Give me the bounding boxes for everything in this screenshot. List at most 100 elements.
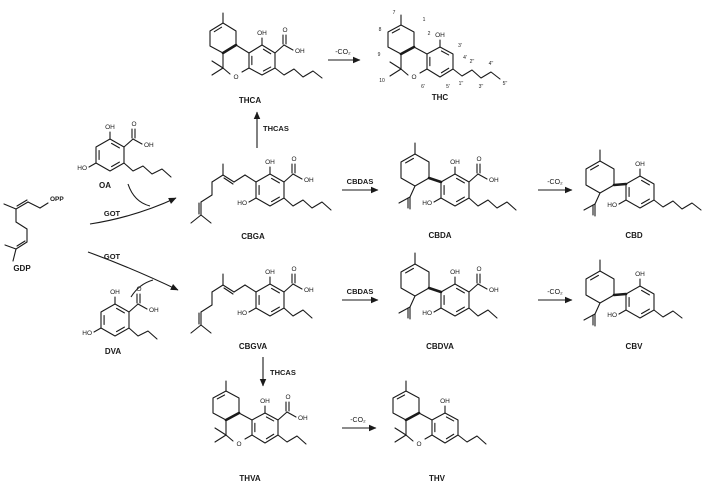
bond [640, 179, 650, 186]
bond [244, 174, 257, 183]
bond [445, 433, 455, 440]
bond [115, 307, 125, 314]
compound-label-cbv: CBV [626, 342, 644, 351]
oh-group-label: OH [304, 177, 314, 184]
reaction-label-co2: -CO₂ [547, 289, 563, 296]
structure-cbgva: OH O OH HO CBGVA [190, 266, 314, 351]
arrow-got-to-cbgva: GOT [87, 251, 179, 298]
bond [612, 182, 628, 187]
bond [270, 287, 280, 294]
bond [640, 289, 650, 296]
bond [433, 307, 442, 313]
bond [123, 162, 172, 178]
structure-oa: OH O OH HO OA [77, 121, 172, 190]
benzene-ring [255, 283, 285, 317]
oh-group-label: OH [257, 30, 267, 37]
structure-cbdva: OH O OH HO CBDVA [398, 252, 499, 351]
structure-cbv: OH HO CBV [583, 259, 683, 351]
reaction-label-co2: -CO₂ [335, 49, 351, 56]
atom-number-5-doubleprime: 5'' [503, 81, 508, 87]
oh-group-label: OH [149, 307, 159, 314]
compound-label-gdp: GDP [13, 264, 31, 273]
atom-number-6-prime: 6' [421, 84, 425, 90]
bond [262, 66, 272, 72]
atom-number-1: 1 [423, 17, 426, 23]
bond [137, 303, 148, 310]
oh-group-label: OH [265, 159, 275, 166]
oh-group-label: OH [304, 287, 314, 294]
arrow-thva-to-thv: -CO₂ [342, 417, 377, 432]
compound-label-thv: THV [429, 474, 446, 483]
bond [405, 267, 415, 274]
bond [110, 142, 120, 149]
oh-group-label: OH [298, 415, 308, 422]
bond [398, 196, 411, 204]
bond [445, 416, 455, 422]
reaction-label-co2: -CO₂ [350, 417, 366, 424]
benzene-ring [440, 283, 470, 317]
reaction-arrows: -CO₂ THCAS CBDAS -CO₂ GOT GOT CBDAS [87, 49, 573, 432]
bond [396, 394, 406, 400]
bond [235, 44, 250, 54]
arrow-cbga-to-thca: THCAS [253, 111, 289, 148]
enzyme-label-got: GOT [104, 252, 121, 261]
arrow-cbdva-to-cbv: -CO₂ [538, 289, 573, 304]
bond [233, 174, 246, 183]
compound-label-cbda: CBDA [428, 231, 451, 240]
bond [433, 197, 442, 203]
bond [248, 197, 257, 203]
bond [274, 67, 323, 79]
bond [455, 196, 465, 203]
bond [15, 201, 29, 210]
bond [211, 60, 224, 69]
bond [93, 327, 102, 333]
bond [238, 412, 253, 421]
bond [283, 173, 294, 183]
bond [224, 411, 241, 422]
bond [27, 201, 41, 209]
bond [427, 286, 443, 294]
arrow-cbda-to-cbd: -CO₂ [538, 179, 573, 194]
bond [277, 411, 288, 421]
bond [270, 306, 280, 313]
bond [455, 177, 465, 184]
bond [283, 197, 332, 211]
bond [15, 221, 28, 230]
arrow-cbgva-to-thva: THCAS [259, 357, 296, 387]
oh-group-label: OH [105, 124, 115, 131]
structure-cbga: OH O OH HO CBGA [190, 156, 332, 241]
atom-number-9: 9 [378, 52, 381, 58]
bond [222, 67, 231, 75]
bond [270, 196, 280, 203]
bond [200, 194, 213, 203]
bond [400, 68, 409, 76]
bond [244, 284, 257, 293]
atom-number-1-doubleprime: 1'' [459, 81, 464, 87]
bond [265, 433, 275, 440]
bond [455, 287, 465, 294]
structure-thva: O OH O OH THVA [212, 380, 308, 483]
bond [211, 284, 224, 293]
benzene-ring [95, 138, 125, 172]
benzene-ring [440, 173, 470, 207]
enzyme-label-thcas: THCAS [263, 124, 289, 133]
structure-cbda: OH O OH HO CBDA [398, 142, 517, 240]
bond [391, 28, 401, 34]
carbonyl-o-label: O [136, 286, 141, 293]
compound-label-thc: THC [432, 93, 449, 102]
enzyme-label-thcas: THCAS [270, 368, 296, 377]
benzene-ring [625, 175, 655, 209]
bond [477, 283, 488, 290]
bond [283, 307, 313, 319]
bond [292, 173, 303, 180]
bond [200, 214, 212, 224]
bond [440, 50, 450, 56]
bond [110, 161, 120, 168]
bond [405, 434, 414, 442]
compound-label-cbdva: CBDVA [426, 342, 454, 351]
bond [214, 427, 227, 436]
bond [128, 327, 158, 340]
arrow-got-to-cbga: GOT [89, 183, 177, 225]
atom-number-5-prime: 5' [446, 84, 450, 90]
bond [292, 283, 303, 290]
